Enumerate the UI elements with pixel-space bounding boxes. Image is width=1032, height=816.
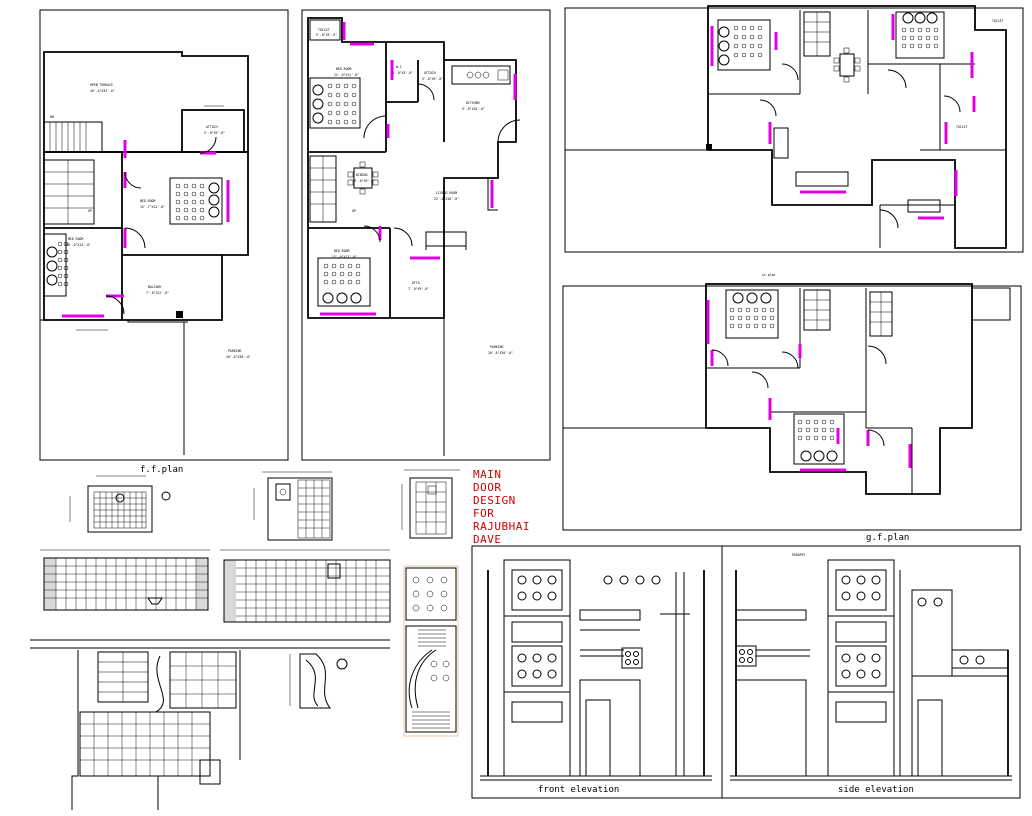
gf-dim-otta: 7'-0"X9'-0" [408,287,429,291]
upper-right-border [564,7,1024,253]
sf-plan-title: sf.plan [762,273,776,277]
title-line-1: MAIN [473,468,502,481]
ur-label-toilet: TOILET [992,19,1004,23]
ff-bed-second [43,233,69,297]
upper-right-bed-1 [717,19,771,71]
gf-dim-dining: 9'-0"X9'-3" [354,179,375,183]
door-side-profile [299,653,332,709]
gf-label-attach: ATTACH [424,71,436,75]
upper-right-plan: TOILET TOILET [564,5,1024,253]
upper-right-walls [707,5,1007,249]
lower-right-plan: sf.plan [562,273,1022,531]
ff-label-dn: DN [50,115,54,119]
ff-label-open-terrace: OPEN TERRACE [90,83,113,87]
lower-right-border [562,285,1022,531]
ground-floor-plan: TOILET 5'-0"X5'-9" BED ROOM 11'-0"X12'-6… [301,9,551,461]
toilet-detail-3 [401,469,460,539]
gf-dim-bed-room-2: 12'-0"X13'-0" [332,255,357,259]
gf-plan-title: g.f.plan [866,533,909,543]
toilet-detail-2 [253,471,333,541]
upper-right-dining [833,47,861,83]
gf-bed-master [309,77,361,129]
title-line-5: RAJUBHAI [473,520,530,533]
upper-right-bed-2 [895,11,945,59]
gf-dim-toilet: 5'-0"X5'-9" [316,33,337,37]
lower-right-bed-2 [793,413,845,465]
gf-label-parking: PARKING [490,345,504,349]
gf-label-kitchen: KITCHEN [466,101,480,105]
wall-tile-elevation-1 [40,549,210,611]
gf-sheet-border [301,9,551,461]
gf-sofa [425,231,467,250]
lower-right-walls [705,283,973,495]
upper-right-sofa [795,171,849,187]
ff-column [176,311,183,318]
gf-outer-walls [307,17,517,319]
gf-label-dining: DINING [356,173,368,177]
ff-dim-open-terrace: 20'-6"X32'-6" [90,89,115,93]
title-line-6: DAVE [473,533,502,546]
toilet-detail-1 [69,475,171,533]
front-elevation: front elevation [480,559,712,795]
gf-toilet [309,19,341,41]
side-elevation-title: side elevation [838,785,914,795]
ff-dim-attach: 5'-0"X9'-0" [204,131,225,135]
ur-label-toilet-2: TOILET [956,125,968,129]
gf-label-toilet: TOILET [318,28,330,32]
gf-kitchen-counter [451,65,511,85]
ff-label-up: UP [88,209,92,213]
lobby-tile-layout [30,639,390,810]
ff-label-parking: PARKING [228,349,242,353]
gf-dim-living-room: 22'-0"X16'-0" [434,197,459,201]
front-elevation-title: front elevation [538,785,619,795]
gf-dim-kitchen: 9'-0"X10'-6" [462,107,485,111]
wall-tile-elevation-2 [220,549,391,623]
gf-bed-second [317,257,371,307]
ff-sheet-border [39,9,289,461]
lower-right-bed-1 [725,289,779,339]
ff-label-balcony: BALCONY [148,285,162,289]
gf-dim-wc: 3'-0"X5'-0" [392,71,413,75]
gf-dim-attach: 5'-0"X9'-0" [422,77,443,81]
ff-bed-master [169,177,223,225]
upper-right-staircase [803,11,831,57]
ff-label-bed-room: BED ROOM [140,199,155,203]
parapet-label: PARAPET [792,553,806,557]
ff-dim-bed-room: 15'-7"X12'-0" [140,205,165,209]
elevation-border [471,545,1021,799]
ff-terrace-walls [43,51,249,153]
main-door-design [289,565,459,737]
title-line-2: DOOR [473,481,502,494]
title-line-3: DESIGN [473,494,516,507]
first-floor-plan: OPEN TERRACE 20'-6"X32'-6" ATTACH 5'-0"X… [39,9,289,461]
gf-dim-parking: 20'-6"X30'-0" [488,351,513,355]
gf-label-otta: OTTA [412,281,420,285]
ff-dim-balcony: 7'-0"X12'-6" [146,291,169,295]
ff-label-bed-room-2: BED ROOM [68,237,83,241]
ff-plan-title: f.f.plan [140,465,183,475]
gf-label-living-room: LIVING ROOM [436,191,457,195]
gf-dining-table [347,161,379,195]
ff-dim-bed-room-2: 10'-0"X14'-0" [66,243,91,247]
ff-dim-parking: 20'-6"X30'-0" [226,355,251,359]
title-line-4: FOR [473,507,494,520]
side-elevation: side elevation [730,559,1012,795]
ff-label-attach: ATTACH [206,125,218,129]
gf-label-bed-room-2: BED ROOM [334,249,349,253]
gf-label-up: UP [352,209,356,213]
gf-label-wc: W.C [396,65,402,69]
lower-right-staircases [803,289,893,337]
gf-staircase [309,155,337,223]
project-title: MAIN DOOR DESIGN FOR RAJUBHAI DAVE [473,468,530,546]
elevation-sheet: PARAPET [471,545,1021,799]
gf-label-bed-room: BED ROOM [336,67,351,71]
ff-staircase [43,121,103,225]
gf-dim-bed-room: 11'-0"X12'-6" [334,73,359,77]
